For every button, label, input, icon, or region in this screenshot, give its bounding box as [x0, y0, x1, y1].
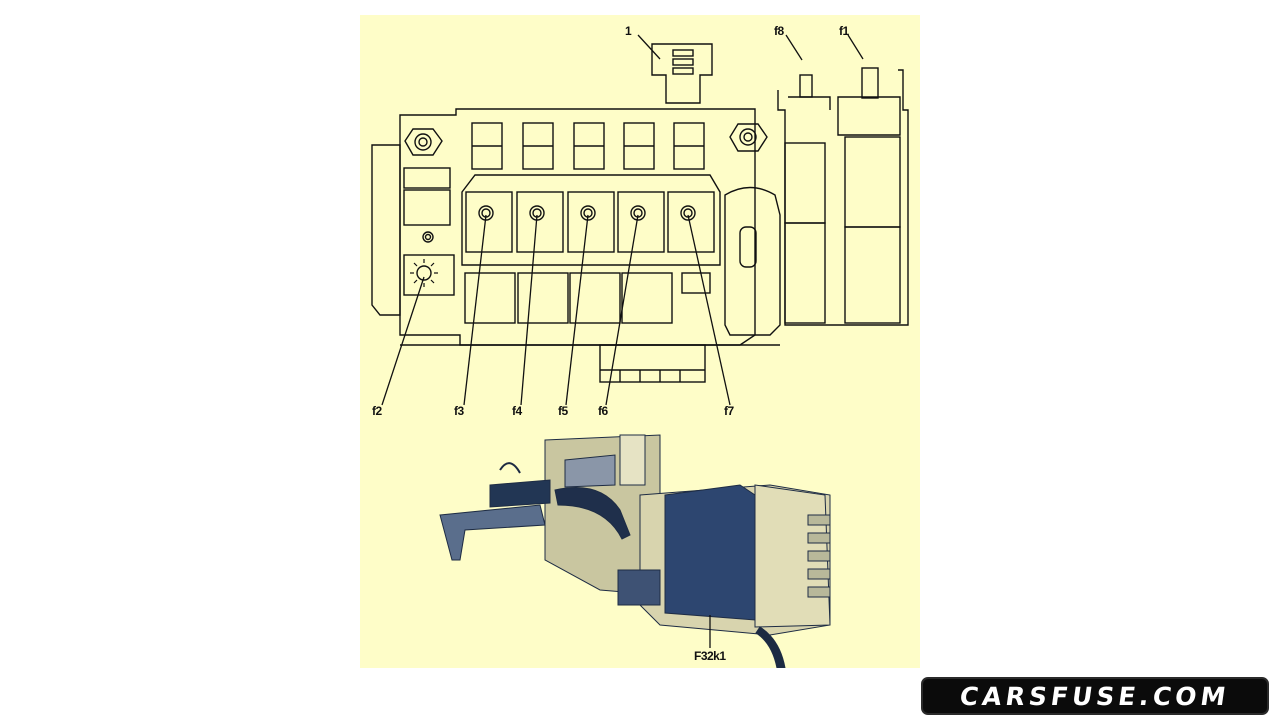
fuse-diagram-panel: 1 f8 f1 f2 f3 f4 f5 f6 f7 F32k1 [360, 15, 920, 668]
carsfuse-watermark: CARSFUSE.COM [921, 677, 1269, 715]
watermark-text: CARSFUSE.COM [958, 681, 1232, 711]
fuse-box-line-drawing [371, 34, 909, 406]
label-relay-f32k1: F32k1 [694, 649, 726, 663]
label-fuse-f7: f7 [724, 404, 734, 418]
label-fuse-f5: f5 [558, 404, 568, 418]
label-fuse-f2: f2 [372, 404, 382, 418]
label-fuse-f3: f3 [454, 404, 464, 418]
label-fuse-f4: f4 [512, 404, 522, 418]
label-item-1: 1 [625, 24, 632, 38]
label-fuse-f1: f1 [839, 24, 849, 38]
label-fuse-f8: f8 [774, 24, 784, 38]
label-fuse-f6: f6 [598, 404, 608, 418]
